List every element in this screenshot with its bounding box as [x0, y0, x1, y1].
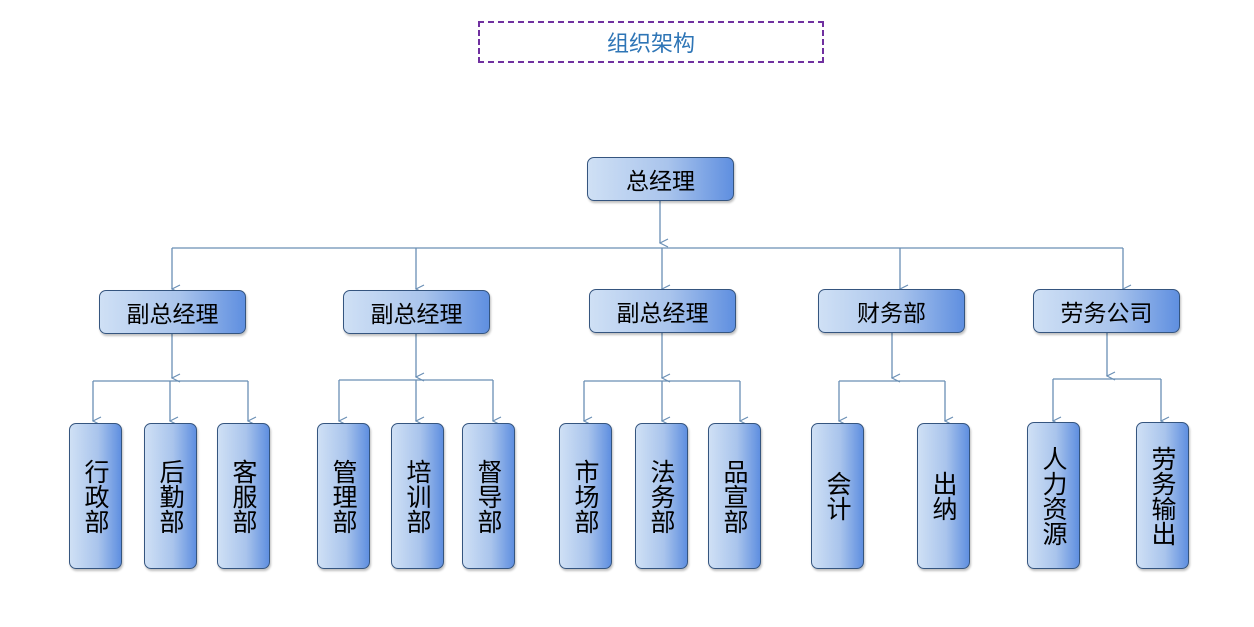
level2-node-label: 品宣部 [720, 458, 749, 534]
level2-node-label: 客服部 [229, 458, 258, 534]
level2-node-4-1[interactable]: 劳务输出 [1136, 422, 1189, 569]
level2-node-1-0[interactable]: 管理部 [317, 423, 370, 569]
level1-node-label: 副总经理 [370, 302, 463, 328]
level2-node-4-0[interactable]: 人力资源 [1027, 422, 1080, 569]
level2-node-2-1[interactable]: 法务部 [635, 423, 688, 569]
level2-node-0-0[interactable]: 行政部 [69, 423, 122, 569]
level2-node-label: 后勤部 [156, 458, 185, 534]
level2-node-2-2[interactable]: 品宣部 [708, 423, 761, 569]
level1-node-label: 劳务公司 [1060, 301, 1153, 327]
level2-node-label: 行政部 [81, 458, 110, 534]
level2-node-label: 培训部 [403, 458, 432, 534]
level1-node-label: 财务部 [857, 301, 926, 327]
level1-node-4[interactable]: 劳务公司 [1033, 289, 1180, 333]
level1-node-label: 副总经理 [126, 302, 219, 328]
level2-node-label: 劳务输出 [1148, 445, 1177, 546]
level2-node-1-1[interactable]: 培训部 [391, 423, 444, 569]
level1-node-3[interactable]: 财务部 [818, 289, 965, 333]
level2-node-label: 市场部 [571, 458, 600, 534]
level2-node-1-2[interactable]: 督导部 [462, 423, 515, 569]
level2-node-label: 出纳 [929, 471, 958, 521]
level2-node-0-2[interactable]: 客服部 [217, 423, 270, 569]
level1-node-0[interactable]: 副总经理 [99, 290, 246, 334]
level2-node-label: 法务部 [647, 458, 676, 534]
root-node[interactable]: 总经理 [587, 157, 734, 201]
root-node-label: 总经理 [626, 169, 695, 195]
level2-node-3-1[interactable]: 出纳 [917, 423, 970, 569]
level2-node-0-1[interactable]: 后勤部 [144, 423, 197, 569]
level1-node-label: 副总经理 [616, 301, 709, 327]
level2-node-label: 督导部 [474, 458, 503, 534]
level2-node-3-0[interactable]: 会计 [811, 423, 864, 569]
level2-node-2-0[interactable]: 市场部 [559, 423, 612, 569]
level2-node-label: 会计 [823, 471, 852, 521]
level2-node-label: 管理部 [329, 458, 358, 534]
level1-node-2[interactable]: 副总经理 [589, 289, 736, 333]
page-title: 组织架构 [478, 21, 824, 63]
level2-node-label: 人力资源 [1039, 445, 1068, 546]
level1-node-1[interactable]: 副总经理 [343, 290, 490, 334]
